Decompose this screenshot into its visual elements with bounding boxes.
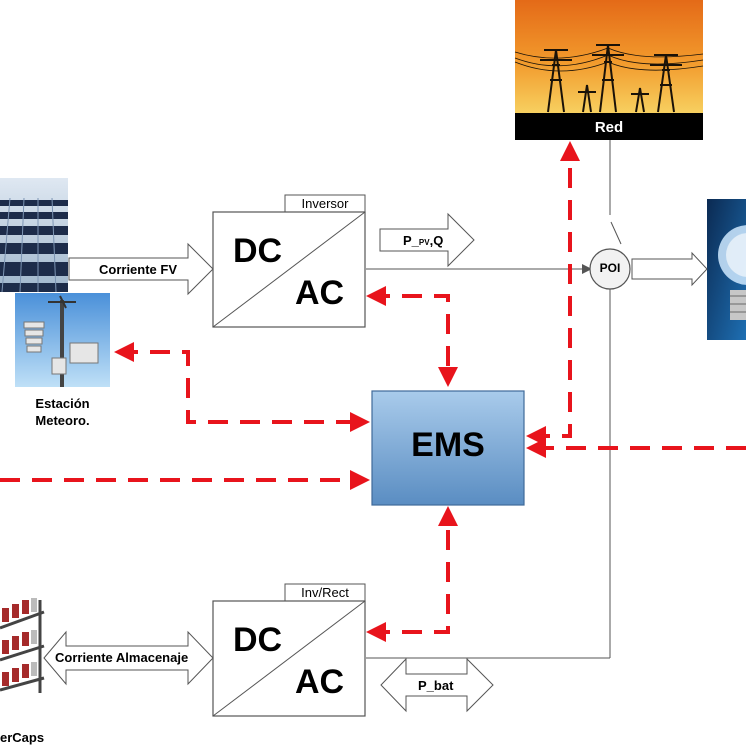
control-signals [0, 141, 746, 642]
pv-current-arrow [68, 242, 214, 296]
pv-power-label-main: P_ [403, 233, 419, 248]
solar-panels-icon [0, 178, 68, 293]
storage-label: erCaps [0, 730, 45, 745]
weather-station-label-line1: Estación [35, 396, 90, 411]
weather-station-label: Estación Meteoro. [15, 395, 110, 429]
pv-power-label-tail: ,Q [429, 233, 444, 248]
inverter-top [212, 194, 366, 328]
light-bulb-icon [707, 199, 746, 340]
bat-power-arrow [380, 657, 494, 713]
pv-power-label-sub: PV [418, 238, 430, 247]
power-lines [366, 140, 622, 659]
weather-station-label-line2: Meteoro. [35, 413, 90, 428]
storage-current-arrow [43, 630, 214, 686]
ems-box [371, 390, 525, 506]
storage-current-label: Corriente Almacenaje [55, 650, 189, 665]
inverter-bottom [212, 583, 366, 717]
pv-power-arrow [379, 212, 475, 268]
grid-label: Red [594, 119, 624, 136]
inverter-top-tab-label: Inversor [301, 196, 349, 211]
poi-node [589, 248, 631, 290]
flow-arrows [43, 212, 708, 713]
inverter-top-dc-label: DC [233, 232, 283, 270]
inverter-bottom-dc-label: DC [233, 621, 283, 659]
ems-grid-signal [526, 141, 580, 446]
poi-label: POI [599, 261, 621, 275]
weather-station-icon [15, 293, 110, 387]
bat-power-label: P_bat [418, 678, 454, 693]
inverter-bottom-tab-label: Inv/Rect [301, 585, 349, 600]
pv-current-label: Corriente FV [99, 262, 178, 277]
power-tower-icon [514, 44, 704, 113]
battery-rack-icon [0, 597, 48, 693]
ems-inverter-top-signal [366, 286, 458, 387]
ems-inverter-bottom-signal [366, 506, 458, 642]
load-arrow [631, 251, 708, 287]
grid-switch [610, 221, 622, 245]
pv-power-label: P_PV,Q [403, 233, 443, 248]
ems-label: EMS [411, 426, 485, 464]
inverter-top-ac-label: AC [295, 274, 345, 312]
inverter-bottom-ac-label: AC [295, 663, 345, 701]
grid-image [514, 0, 704, 140]
ems-weather-signal [114, 342, 370, 432]
